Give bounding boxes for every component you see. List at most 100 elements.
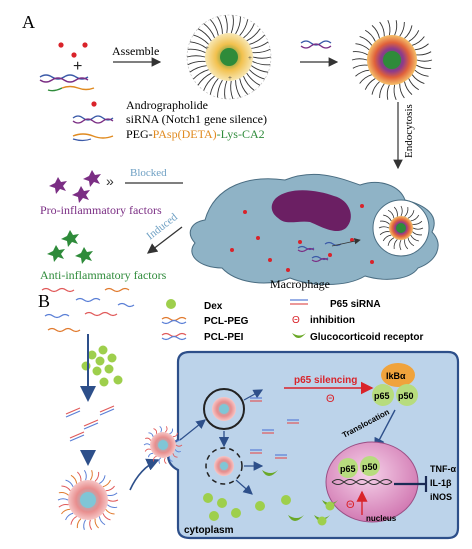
micelle-chain — [209, 19, 219, 36]
membrane-particle — [143, 425, 183, 465]
p50-label-1: p50 — [398, 391, 414, 401]
micelle-chain — [152, 455, 157, 462]
receptor-1 — [262, 470, 278, 476]
micelle-chain — [76, 518, 82, 529]
micelle-chain — [407, 210, 415, 219]
macrophage-label: Macrophage — [270, 277, 330, 291]
micelle-chain — [107, 492, 118, 497]
micelle-chain — [380, 220, 390, 225]
legend-pcl-peg: PCL-PEG — [204, 316, 249, 327]
micelle-chain — [399, 239, 402, 251]
micelle-chain — [359, 36, 373, 46]
micelle-chain — [105, 508, 115, 515]
micelle-chain — [371, 25, 380, 39]
micelle-chain — [352, 64, 368, 69]
micelle-chain — [252, 56, 272, 59]
micelle-chain — [144, 448, 151, 452]
micelle-chain — [393, 239, 398, 249]
p50-label-2: p50 — [362, 462, 378, 472]
nucleus-inhibition-icon: Θ — [346, 499, 355, 511]
micelle-loaded — [351, 20, 433, 100]
micelle-chain — [83, 469, 87, 481]
micelle-chain — [379, 21, 385, 37]
micelle-chain — [65, 479, 74, 487]
micelle-chain — [98, 516, 106, 526]
micelle-chain — [159, 425, 162, 433]
cell-nucleus: p65 p50 Θ nucleus — [314, 441, 419, 526]
micelle-chain — [187, 60, 206, 66]
micelle-chain — [153, 428, 158, 434]
micelle-chain — [189, 41, 207, 49]
micelle-chain — [404, 81, 413, 95]
micelle-chain — [203, 75, 215, 91]
legend-p65-sirna: P65 siRNA — [330, 299, 381, 310]
micelle-chain — [89, 470, 93, 481]
micelle-chain — [355, 69, 370, 77]
micelle-chain — [235, 80, 241, 98]
micelle-chain — [148, 452, 154, 458]
p65-label-2: p65 — [340, 464, 356, 474]
nuclear-receptor-dex — [314, 500, 338, 526]
micelle-chain — [148, 432, 154, 437]
receptor-2 — [288, 515, 304, 521]
micelle-chain — [89, 519, 93, 531]
micelle-chain — [412, 231, 422, 236]
ikba-label: IkBα — [386, 371, 406, 381]
micelle-chain — [224, 15, 228, 34]
svg-text:+: + — [205, 44, 209, 52]
micelle-chain — [99, 475, 106, 484]
micelle-chain — [383, 214, 392, 222]
tnf-label: TNF-α — [430, 464, 456, 474]
micelle-chain — [107, 499, 119, 502]
micelle-chain — [61, 508, 71, 515]
micelle-chain — [399, 83, 405, 99]
chevrons-icon: » — [106, 173, 114, 189]
micelle-chain — [412, 36, 425, 46]
micelle-chain — [193, 34, 209, 45]
legend-dex: Dex — [204, 301, 223, 312]
macrophage-nucleus — [271, 190, 351, 232]
micelle-chain — [246, 28, 261, 42]
svg-text:+: + — [228, 74, 232, 82]
micelle-chain — [365, 29, 376, 42]
micelle-chain — [364, 78, 376, 90]
micelle-chain — [243, 75, 255, 91]
micelle-chain — [94, 471, 100, 482]
micelle-chain — [414, 69, 429, 77]
micelle-chain — [412, 227, 424, 230]
p65-label-1: p65 — [374, 391, 390, 401]
micelle-chain — [379, 231, 390, 236]
micelle-chain — [359, 74, 372, 84]
induced-arrow — [146, 226, 183, 254]
micelle-chain — [175, 444, 183, 447]
nfkb-complex: IkBα p65 p50 — [372, 363, 418, 406]
polymer-strands — [41, 287, 135, 333]
legend-polymer: PEG-PAsp(DETA)-Lys-CA2 — [126, 127, 265, 141]
micelle-chain — [411, 74, 425, 84]
anti-inflammatory-icons — [47, 230, 93, 264]
pro-inflammatory-icons — [49, 170, 101, 203]
micelle-chain — [393, 84, 397, 100]
micelle-chain — [192, 69, 209, 80]
micelle-chain — [410, 214, 420, 222]
micelle-chain — [217, 16, 223, 34]
legend-b: Dex PCL-PEG PCL-PEI P65 siRNA Θ inhibiti… — [161, 299, 423, 343]
micelle-chain — [172, 432, 178, 438]
entry-arrow — [179, 419, 206, 441]
svg-text:+: + — [248, 54, 252, 62]
micelle-chain — [203, 23, 215, 39]
uptake-arrow — [129, 458, 160, 491]
p65-silencing-label: p65 silencing — [294, 375, 357, 386]
assemble-label: Assemble — [112, 44, 159, 58]
cytoplasm-label: cytoplasm — [184, 525, 234, 536]
micelle-chain — [102, 513, 111, 521]
andrographolide-icon — [91, 101, 97, 107]
micelle-chain — [164, 457, 167, 465]
micelle-chain — [83, 519, 87, 530]
micelle-chain — [77, 471, 82, 482]
micelle-chain — [239, 19, 249, 36]
ruptured-endosome — [205, 447, 243, 485]
endocytosis-label: Endocytosis — [403, 104, 415, 158]
micelle-chain — [400, 205, 403, 217]
inos-label: iNOS — [430, 492, 452, 502]
